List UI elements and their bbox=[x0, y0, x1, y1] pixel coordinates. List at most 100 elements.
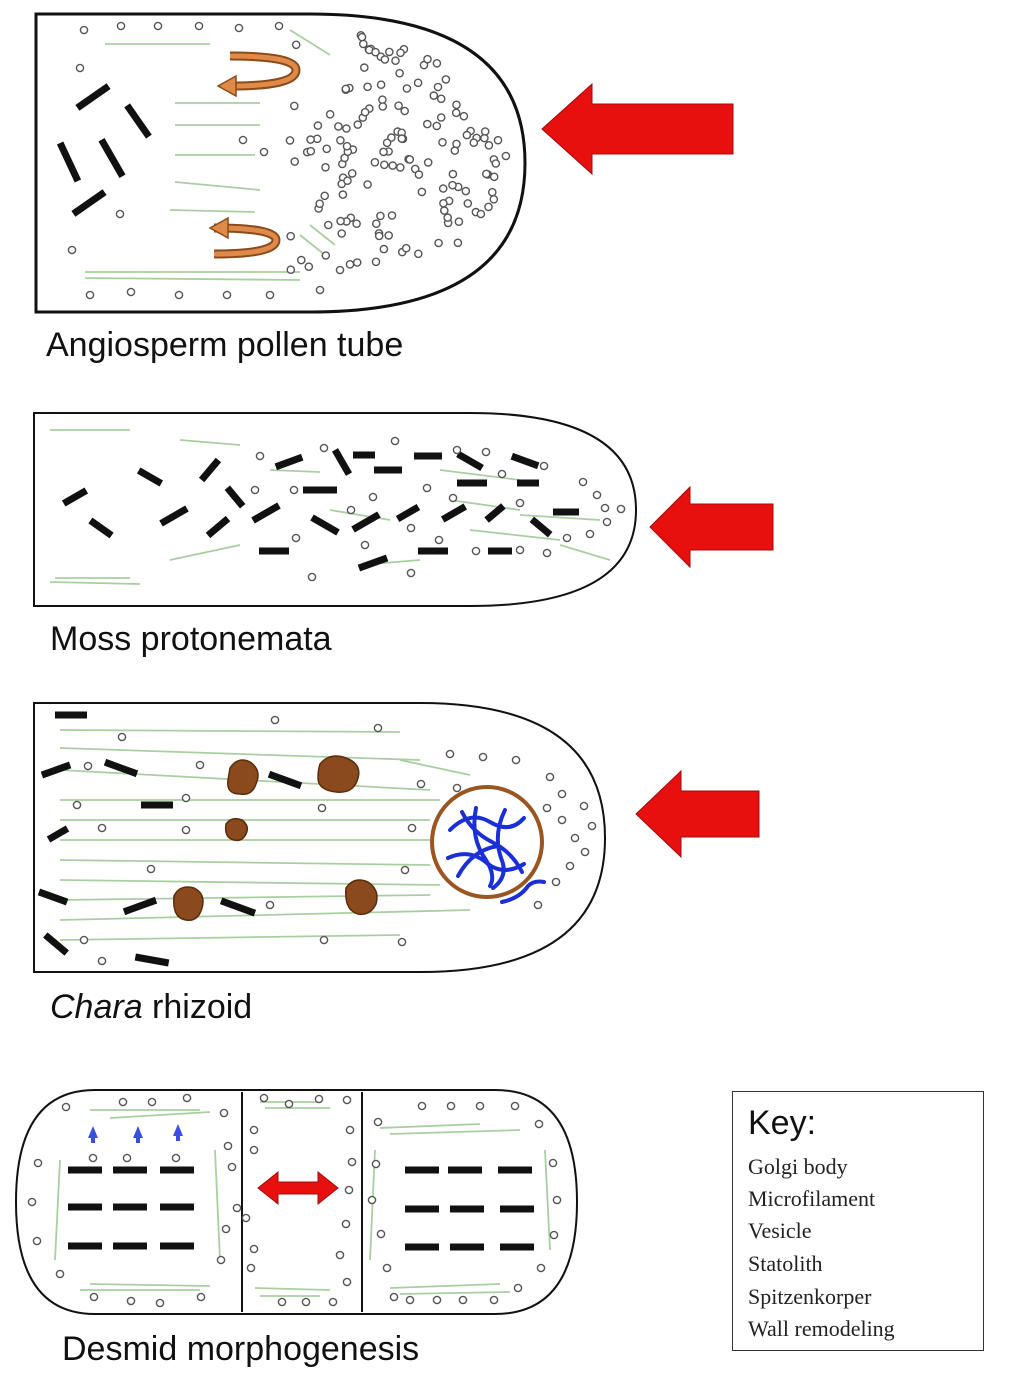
vesicle bbox=[389, 1292, 399, 1302]
vesicle bbox=[259, 147, 269, 157]
vesicle bbox=[587, 821, 597, 831]
vesicle bbox=[195, 760, 205, 770]
vesicle bbox=[397, 134, 407, 143]
vesicle bbox=[592, 490, 602, 500]
vesicle bbox=[493, 135, 503, 145]
vesicle bbox=[315, 199, 325, 208]
golgi-body bbox=[37, 888, 69, 906]
vesicle bbox=[562, 533, 572, 543]
vesicle bbox=[476, 209, 486, 219]
vesicle bbox=[536, 1263, 546, 1273]
vesicle bbox=[345, 1125, 355, 1135]
vesicle bbox=[397, 937, 407, 947]
vesicle bbox=[463, 199, 473, 208]
vesicle bbox=[446, 1101, 456, 1111]
vesicle bbox=[489, 1295, 499, 1305]
microfilament bbox=[169, 209, 256, 213]
vesicle bbox=[342, 124, 351, 133]
vesicle bbox=[401, 243, 411, 253]
caption-chara-rest: rhizoid bbox=[142, 988, 253, 1026]
vesicle bbox=[363, 180, 372, 189]
golgi-body bbox=[440, 503, 468, 523]
vesicle bbox=[557, 789, 567, 799]
vesicle bbox=[489, 194, 499, 204]
vesicle bbox=[319, 443, 329, 453]
vesicle bbox=[491, 159, 501, 168]
vesicle bbox=[534, 1119, 544, 1129]
vesicle bbox=[83, 761, 93, 771]
statoliths bbox=[173, 755, 378, 921]
vesicle bbox=[336, 135, 345, 145]
caption-angiosperm-pollen-tube: Angiosperm pollen tube bbox=[46, 326, 404, 364]
vesicle bbox=[357, 32, 367, 42]
vesicle bbox=[117, 732, 127, 742]
vesicle bbox=[221, 1224, 231, 1234]
vesicle bbox=[478, 752, 488, 762]
vesicle bbox=[432, 1295, 442, 1305]
microfilament bbox=[59, 729, 401, 733]
vesicle bbox=[557, 815, 567, 825]
microfilament bbox=[399, 1291, 511, 1295]
vesicle bbox=[79, 25, 89, 35]
vesicle bbox=[458, 1295, 468, 1305]
vesicle bbox=[515, 545, 525, 555]
vesicle bbox=[439, 206, 449, 215]
microfilament bbox=[399, 759, 471, 776]
golgi-body bbox=[484, 503, 506, 523]
vesicle bbox=[33, 1158, 43, 1168]
vesicle bbox=[325, 110, 335, 119]
statolith bbox=[173, 886, 204, 921]
vesicle bbox=[448, 169, 458, 179]
vesicle bbox=[400, 106, 410, 116]
vesicle bbox=[391, 56, 400, 66]
vesicle bbox=[115, 209, 125, 219]
vesicle bbox=[378, 102, 388, 111]
microfilament bbox=[59, 859, 431, 866]
vesicle bbox=[445, 749, 455, 759]
microfilament bbox=[59, 747, 421, 761]
vesicle bbox=[319, 935, 329, 945]
vesicle bbox=[370, 157, 380, 167]
microfilament bbox=[109, 1111, 211, 1119]
statolith bbox=[224, 817, 249, 842]
microfilament bbox=[59, 879, 441, 886]
vesicle bbox=[407, 823, 417, 833]
microfilament bbox=[214, 1149, 221, 1261]
vesicle bbox=[306, 135, 315, 144]
vesicle bbox=[118, 1097, 128, 1107]
vesicle bbox=[384, 231, 394, 240]
vesicle bbox=[285, 136, 295, 145]
vesicle bbox=[342, 1095, 352, 1105]
vesicle bbox=[359, 63, 369, 72]
vesicle bbox=[222, 290, 232, 300]
statolith bbox=[345, 879, 378, 916]
microfilaments-layer bbox=[49, 29, 611, 1297]
vesicle bbox=[471, 546, 481, 556]
vesicle bbox=[402, 84, 412, 93]
vesicle bbox=[146, 864, 156, 874]
microfilament bbox=[169, 544, 241, 561]
microfilament bbox=[59, 909, 471, 921]
vesicle bbox=[390, 436, 400, 446]
microfilament bbox=[439, 469, 521, 481]
wall-remodeling-arrow-chara bbox=[635, 769, 760, 859]
vesicle bbox=[400, 865, 410, 875]
vesicle bbox=[246, 1263, 256, 1273]
vesicle bbox=[600, 503, 610, 513]
vesicle bbox=[286, 231, 296, 241]
golgi-body bbox=[351, 511, 381, 533]
vesicle bbox=[234, 23, 244, 33]
vesicle bbox=[371, 47, 380, 57]
golgi-body bbox=[134, 953, 170, 967]
vesicle bbox=[181, 825, 191, 835]
vesicle bbox=[341, 1219, 351, 1229]
vesicle bbox=[72, 800, 82, 810]
vesicle bbox=[548, 1158, 558, 1168]
vesicle bbox=[61, 1102, 71, 1112]
vesicle bbox=[373, 723, 383, 733]
vesicle bbox=[453, 238, 463, 248]
microfilament bbox=[519, 514, 601, 521]
microfilament bbox=[389, 1283, 501, 1289]
vesicle bbox=[549, 1230, 559, 1240]
